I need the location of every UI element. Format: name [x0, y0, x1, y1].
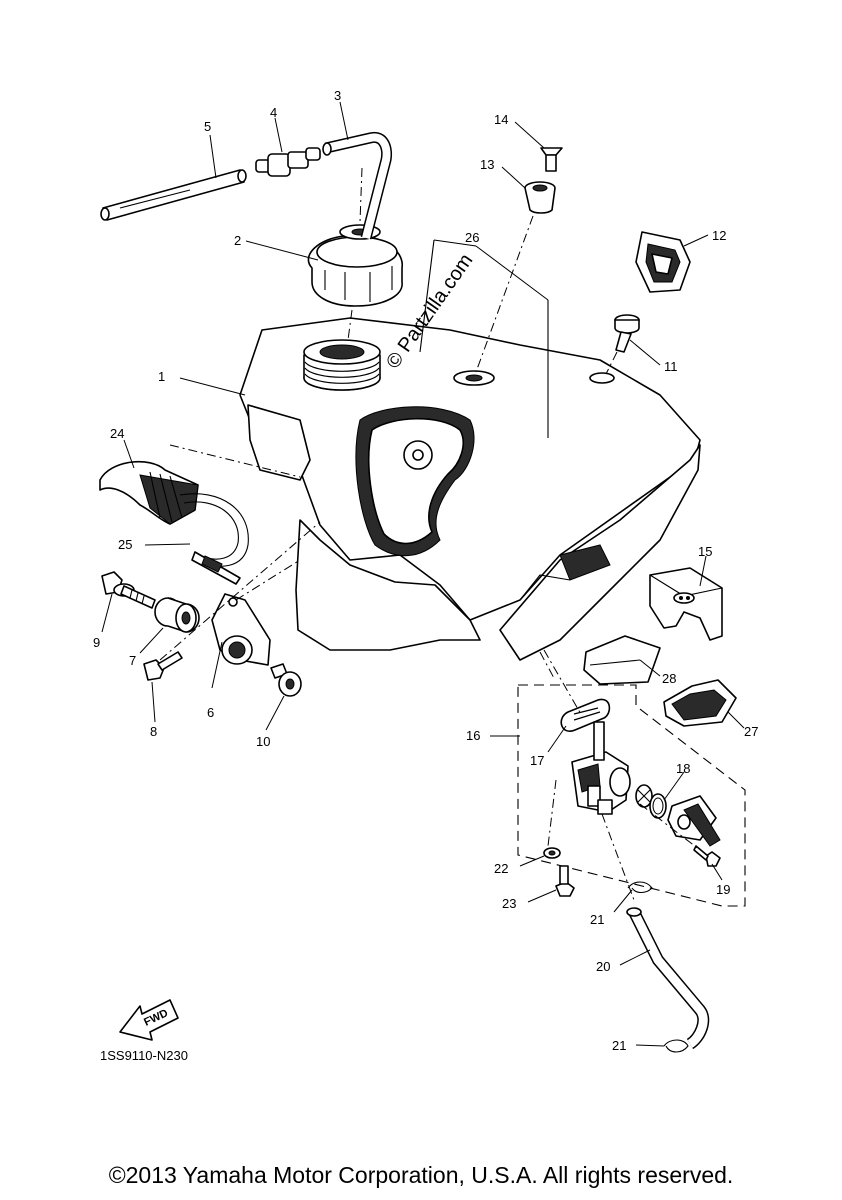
pad-28: [583, 635, 661, 685]
callout-17: 17: [530, 753, 544, 768]
callout-24: 24: [110, 426, 124, 441]
callout-6: 6: [207, 705, 214, 720]
callout-21-upper: 21: [590, 912, 604, 927]
fuel-cock-group-box: [517, 684, 746, 907]
fuel-hose: [626, 907, 710, 1050]
diagram-code: 1SS9110-N230: [100, 1048, 188, 1063]
filler-neck: [303, 339, 381, 391]
callout-16: 16: [466, 728, 480, 743]
callout-numbers: 1 2 3 4 5 6 7 8 9 10 11 12 13 14 15 16 1…: [93, 88, 758, 1053]
clip-21-lower: [663, 1039, 689, 1053]
check-valve: [255, 147, 321, 177]
callout-leaders: [101, 101, 745, 1047]
callout-26: 26: [465, 230, 479, 245]
fuel-filter: [560, 698, 611, 732]
callout-19: 19: [716, 882, 730, 897]
band-clip: [635, 231, 691, 293]
forward-arrow: FWD: [119, 999, 179, 1041]
fuel-tank: [239, 317, 701, 661]
damper-and-screw: [524, 147, 563, 214]
screw-19: [693, 845, 721, 867]
o-ring-and-disc: [635, 784, 667, 819]
callout-11: 11: [664, 359, 678, 374]
callout-1: 1: [158, 369, 165, 384]
bolt-9: [101, 571, 156, 609]
callout-22: 22: [494, 861, 508, 876]
bolt-8: [143, 651, 183, 681]
callout-28: 28: [662, 671, 676, 686]
tank-band: [179, 493, 249, 585]
callout-12: 12: [712, 228, 726, 243]
rear-bracket: [649, 567, 723, 641]
callout-13: 13: [480, 157, 494, 172]
copyright-notice: ©2013 Yamaha Motor Corporation, U.S.A. A…: [108, 1162, 734, 1188]
callout-8: 8: [150, 724, 157, 739]
fuel-cap: [307, 224, 403, 307]
callout-25: 25: [118, 537, 132, 552]
tank-guard: [99, 460, 199, 525]
rubber-damper: [154, 597, 200, 633]
callout-4: 4: [270, 105, 277, 120]
callout-27: 27: [744, 724, 758, 739]
collar-bolt: [270, 663, 302, 697]
washer-22: [543, 847, 561, 859]
callout-9: 9: [93, 635, 100, 650]
callout-5: 5: [204, 119, 211, 134]
tank-bracket: [211, 593, 271, 666]
callout-10: 10: [256, 734, 270, 749]
breather-hose: [322, 131, 393, 240]
fuel-cock-lever: [667, 795, 721, 847]
callout-2: 2: [234, 233, 241, 248]
screw-23: [555, 865, 575, 897]
callout-15: 15: [698, 544, 712, 559]
cover-27: [663, 679, 737, 727]
callout-23: 23: [502, 896, 516, 911]
callout-7: 7: [129, 653, 136, 668]
alignment-lines: [159, 167, 701, 901]
callout-14: 14: [494, 112, 508, 127]
callout-20: 20: [596, 959, 610, 974]
callout-18: 18: [676, 761, 690, 776]
clip-21-upper: [627, 881, 653, 894]
hose: [100, 169, 247, 221]
callout-21-lower: 21: [612, 1038, 626, 1053]
fuel-cock: [571, 721, 631, 815]
bolt-11: [614, 314, 640, 353]
callout-3: 3: [334, 88, 341, 103]
